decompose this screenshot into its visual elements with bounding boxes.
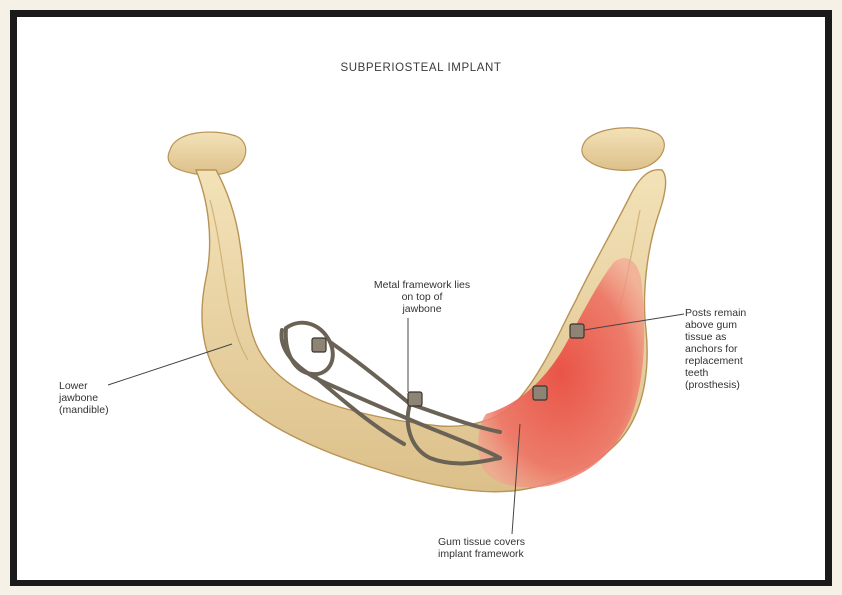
left-condyle xyxy=(168,132,246,175)
label-gum-tissue: Gum tissue covers implant framework xyxy=(438,536,618,560)
diagram-title: SUBPERIOSTEAL IMPLANT xyxy=(0,62,842,74)
label-metal-framework: Metal framework lies on top of jawbone xyxy=(322,279,522,315)
right-condyle xyxy=(582,128,664,171)
label-posts: Posts remain above gum tissue as anchors… xyxy=(685,307,825,391)
label-lower-jawbone: Lower jawbone (mandible) xyxy=(59,380,179,416)
